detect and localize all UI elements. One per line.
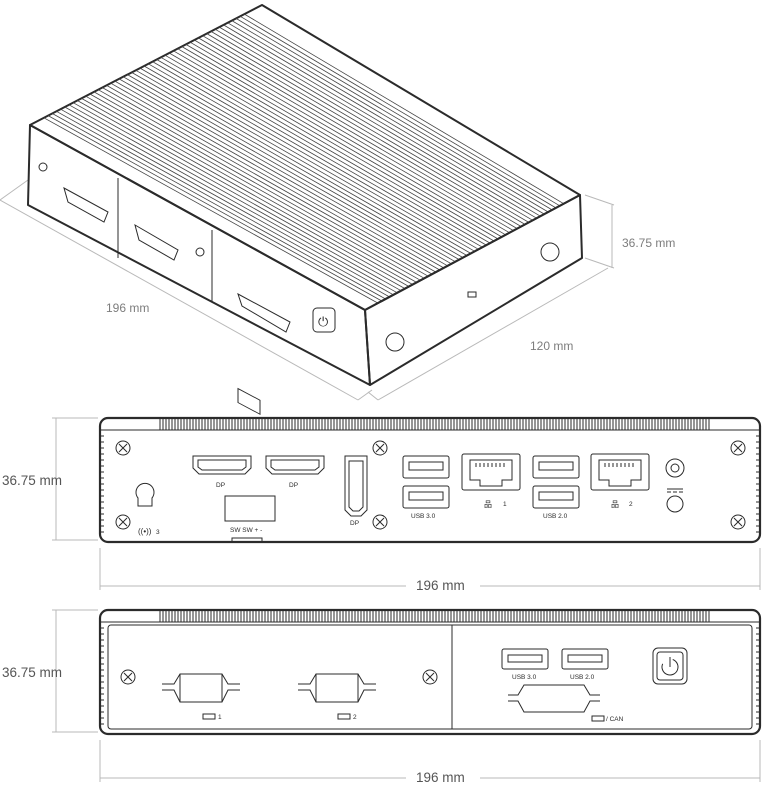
dp-label-2: DP: [289, 482, 298, 489]
wireless-icon: ((•)): [138, 527, 152, 536]
usb3-port-2: [402, 485, 450, 509]
rear-view: 36.75 mm 196 mm 1 2 USB 3.0 USB 2.0: [2, 608, 762, 785]
rear-usb2-label: USB 2.0: [570, 674, 595, 681]
iso-screw-icon: [195, 247, 205, 257]
switch-block: [224, 495, 276, 522]
iso-depth-dim-line: [377, 267, 609, 401]
heatsink-fin: [159, 417, 710, 430]
side-rib: [100, 621, 760, 725]
can-label: / CAN: [606, 716, 624, 723]
antenna-label: 3: [156, 529, 160, 536]
rear-usb3-label: USB 3.0: [512, 674, 537, 681]
power-icon: [661, 658, 679, 676]
screw-icon: [730, 440, 746, 456]
power-button[interactable]: [652, 647, 688, 685]
iso-heatsink-fins: [43, 13, 564, 304]
rear-height-label: 36.75 mm: [2, 665, 62, 680]
can-port: [508, 684, 600, 713]
iso-screw-icon: [38, 162, 48, 172]
iso-depth-label: 120 mm: [530, 339, 573, 353]
screw-icon: [422, 669, 438, 685]
front-height-label: 36.75 mm: [2, 473, 62, 488]
network-icon: 品: [611, 500, 619, 509]
iso-com-port-3: [237, 292, 291, 333]
front-view: 36.75 mm 196 mm ((•)) 3 DP DP DP SW SW +…: [2, 416, 762, 593]
front-heatsink-fins: [100, 417, 760, 533]
displayport-1: [192, 455, 252, 475]
front-width-label: 196 mm: [416, 578, 465, 593]
screw-icon: [120, 669, 136, 685]
usb3-port-1: [402, 455, 450, 479]
iso-usb-port: [237, 387, 261, 416]
iso-mount-knob: [385, 332, 405, 352]
com-port-2: [298, 673, 376, 703]
heatsink-fin: [159, 609, 710, 622]
iso-top-surface: [29, 4, 581, 311]
antenna-connector: [135, 482, 155, 507]
com-label-2: 2: [353, 714, 357, 721]
usb2-port-1: [532, 455, 580, 479]
com-label-1: 1: [218, 714, 222, 721]
screw-icon: [115, 514, 131, 530]
rear-heatsink-fins: [100, 609, 760, 725]
screw-icon: [730, 514, 746, 530]
usb3-label: USB 3.0: [411, 513, 436, 520]
rear-usb2-port: [561, 648, 609, 670]
displayport-2: [265, 455, 325, 475]
rear-usb3-port: [501, 648, 549, 670]
lan-label-1: 1: [503, 501, 507, 508]
com-port-1: [162, 673, 240, 703]
iso-power-button: [312, 307, 336, 333]
lan-port-1: [461, 453, 521, 491]
screw-icon: [372, 514, 388, 530]
iso-height-label: 36.75 mm: [622, 236, 675, 250]
iso-side-face: [364, 194, 583, 386]
dp-label-1: DP: [216, 482, 225, 489]
power-led: [666, 495, 684, 513]
screw-icon: [115, 440, 131, 456]
dp-label-3: DP: [350, 520, 359, 527]
network-icon: 品: [484, 500, 492, 509]
serial-icon: [337, 713, 351, 720]
lan-port-2: [590, 453, 650, 491]
serial-icon: [591, 715, 605, 722]
iso-fin-line: [43, 13, 564, 304]
iso-width-dim-line: [0, 199, 359, 401]
switch-label: SW SW + -: [230, 527, 262, 534]
front-panel-body: [98, 416, 762, 544]
usb2-label: USB 2.0: [543, 513, 568, 520]
power-icon: ⏻: [318, 314, 328, 329]
rear-width-label: 196 mm: [416, 770, 465, 785]
displayport-3: [344, 455, 368, 517]
dc-power-jack: [665, 458, 685, 478]
usb2-port-2: [532, 485, 580, 509]
iso-slot: [467, 291, 477, 298]
iso-mount-knob: [540, 242, 560, 262]
isometric-view: 196 mm 120 mm 36.75 mm ⏻: [0, 4, 675, 416]
iso-com-port-2: [134, 223, 179, 261]
iso-width-label: 196 mm: [106, 301, 149, 315]
rear-inner-plate: [107, 624, 753, 730]
dc-symbol-icon: [667, 488, 683, 493]
serial-icon: [202, 713, 216, 720]
iso-com-port-1: [63, 186, 109, 223]
rear-panel-body: [98, 608, 762, 736]
lan-label-2: 2: [629, 501, 633, 508]
screw-icon: [372, 440, 388, 456]
